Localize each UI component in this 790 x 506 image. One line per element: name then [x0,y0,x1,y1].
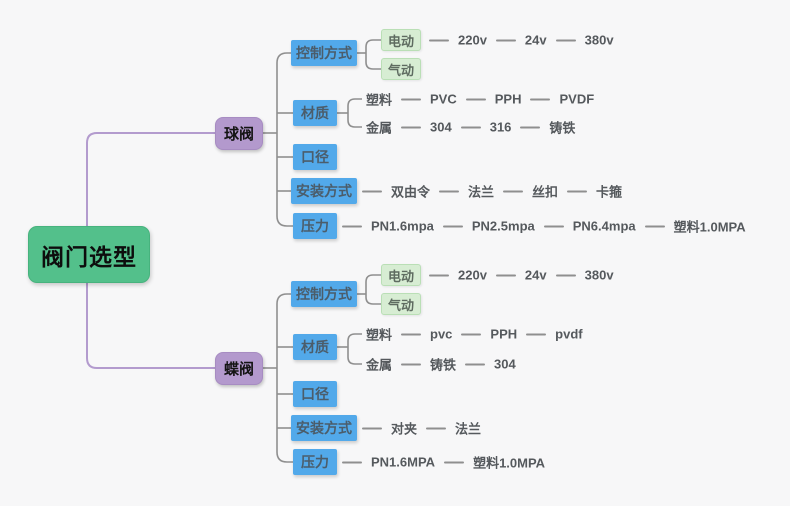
chain-connector-dash [526,333,547,335]
connector [276,293,293,463]
leaf-node[interactable]: 316 [489,119,512,135]
chain-connector-dash [401,126,422,128]
leaf-node[interactable]: 丝扣 [532,184,559,200]
leaf-node[interactable]: 塑料 [366,327,393,343]
chain-connector-dash [465,98,486,100]
leaf-node[interactable]: 对夹 [391,421,418,437]
chain-connector-dash [543,225,564,227]
chain-connector-dash [429,39,449,41]
node-ball-pneumatic[interactable]: 气动 [381,58,421,80]
chain-connector-dash [439,190,460,192]
chain-connector-dash [495,39,516,41]
leaf-node[interactable]: PN1.6mpa [371,218,434,234]
butterfly-valve-connectors [263,274,381,463]
node-butterfly-pneumatic[interactable]: 气动 [381,293,421,315]
chain-connector-dash [342,225,362,227]
node-butterfly-diameter[interactable]: 口径 [293,381,337,407]
leaf-node[interactable]: PPH [494,91,522,107]
connector [347,98,362,128]
leaf-node[interactable]: PPH [490,326,518,342]
chain-connector-dash [461,333,482,335]
row-butterfly-metal: 金属 铸铁 304 [366,355,516,374]
node-butterfly-control[interactable]: 控制方式 [291,281,357,307]
leaf-node[interactable]: 卡箍 [596,184,623,200]
node-butterfly-material[interactable]: 材质 [293,334,337,360]
chain-butterfly-installation: 对夹 法兰 [362,419,481,438]
leaf-node[interactable]: 220v [458,267,487,283]
node-ball-valve[interactable]: 球阀 [215,117,263,150]
chain-connector-dash [520,126,541,128]
leaf-node[interactable]: 304 [494,356,516,372]
node-butterfly-pressure[interactable]: 压力 [293,449,337,475]
leaf-node[interactable]: 304 [430,119,452,135]
leaf-node[interactable]: 380v [584,32,614,48]
chain-connector-dash [555,39,576,41]
chain-ball-pressure: PN1.6mpa PN2.5mpa PN6.4mpa 塑料1.0MPA [342,217,746,236]
chain-connector-dash [555,274,576,276]
chain-connector-dash [401,333,422,335]
row-butterfly-plastic: 塑料 pvc PPH pvdf [366,325,583,344]
leaf-node[interactable]: PVDF [559,91,595,107]
node-ball-control[interactable]: 控制方式 [291,40,357,66]
chain-connector-dash [460,126,481,128]
leaf-node[interactable]: PN6.4mpa [572,218,636,234]
leaf-node[interactable]: pvdf [555,326,583,342]
leaf-node[interactable]: 法兰 [455,421,482,437]
leaf-node[interactable]: 塑料 [366,92,393,108]
leaf-node[interactable]: 220v [458,32,487,48]
chain-connector-dash [442,225,463,227]
chain-butterfly-pressure: PN1.6MPA 塑料1.0MPA [342,453,545,472]
node-butterfly-installation[interactable]: 安装方式 [291,415,357,441]
leaf-node[interactable]: 金属 [366,357,393,373]
leaf-node[interactable]: 塑料1.0MPA [473,455,546,471]
leaf-node[interactable]: PVC [430,91,457,107]
node-root[interactable]: 阀门选型 [28,226,150,283]
leaf-node[interactable]: 24v [524,32,547,48]
row-ball-plastic: 塑料 PVC PPH PVDF [366,90,594,109]
node-ball-pressure[interactable]: 压力 [293,213,337,239]
leaf-node[interactable]: 24v [524,267,547,283]
node-ball-electric[interactable]: 电动 [381,29,421,51]
node-ball-installation[interactable]: 安装方式 [291,178,357,204]
chain-connector-dash [426,427,447,429]
leaf-node[interactable]: 铸铁 [430,357,457,373]
chain-butterfly-electric: 220v 24v 380v [429,268,614,283]
chain-connector-dash [530,98,551,100]
node-butterfly-valve[interactable]: 蝶阀 [215,352,263,385]
leaf-node[interactable]: 双由令 [391,184,431,200]
chain-connector-dash [495,274,516,276]
connector [365,274,381,305]
chain-connector-dash [429,274,449,276]
leaf-node[interactable]: 铸铁 [549,120,576,136]
chain-connector-dash [401,98,422,100]
leaf-node[interactable]: 金属 [366,120,393,136]
connector [347,333,362,365]
chain-connector-dash [342,461,362,463]
chain-connector-dash [567,190,588,192]
chain-connector-dash [444,461,465,463]
chain-connector-dash [465,363,486,365]
leaf-node[interactable]: pvc [430,326,453,342]
node-ball-diameter[interactable]: 口径 [293,144,337,170]
leaf-node[interactable]: PN2.5mpa [471,218,535,234]
ball-valve-connectors [263,39,381,227]
leaf-node[interactable]: 塑料1.0MPA [673,219,746,235]
node-ball-material[interactable]: 材质 [293,100,337,126]
leaf-node[interactable]: 法兰 [468,184,495,200]
leaf-node[interactable]: PN1.6MPA [371,454,436,470]
chain-connector-dash [644,225,665,227]
connector [276,52,293,227]
leaf-node[interactable]: 380v [584,267,614,283]
chain-connector-dash [401,363,422,365]
chain-connector-dash [362,427,382,429]
chain-connector-dash [362,190,382,192]
chain-ball-electric: 220v 24v 380v [429,33,614,48]
node-butterfly-electric[interactable]: 电动 [381,264,421,286]
chain-connector-dash [503,190,524,192]
row-ball-metal: 金属 304 316 铸铁 [366,118,575,137]
chain-ball-installation: 双由令 法兰 丝扣 卡箍 [362,182,622,201]
connector [365,39,381,70]
